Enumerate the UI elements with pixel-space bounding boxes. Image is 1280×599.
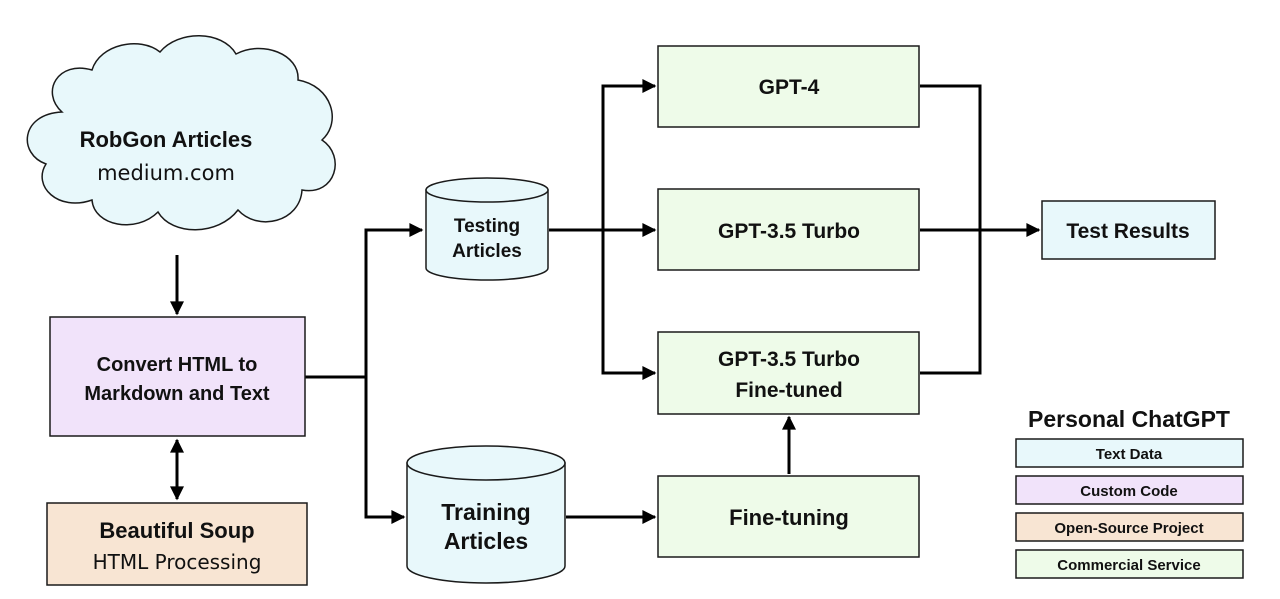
convert-box: Convert HTML to Markdown and Text xyxy=(49,316,306,437)
convert-rect xyxy=(49,316,306,437)
gpt35-finetuned-box: GPT-3.5 Turbo Fine-tuned xyxy=(657,331,920,415)
finetuning-box: Fine-tuning xyxy=(657,475,920,558)
testing-line2: Articles xyxy=(452,241,522,262)
convert-line1: Convert HTML to xyxy=(97,354,258,376)
gpt35-finetuned-rect xyxy=(657,331,920,415)
arrow-split-to-finetuned xyxy=(601,230,657,380)
testing-cylinder-body xyxy=(425,189,549,281)
gpt4-box: GPT-4 xyxy=(657,45,920,128)
training-cylinder-top xyxy=(406,445,566,481)
legend-item-custom-code: Custom Code xyxy=(1080,483,1178,500)
training-articles-cylinder: Training Articles xyxy=(406,445,566,584)
gpt35-finetuned-line1: GPT-3.5 Turbo xyxy=(718,348,860,371)
testing-cylinder-top xyxy=(425,177,549,203)
legend: Personal ChatGPT Text Data Custom Code O… xyxy=(1015,406,1244,579)
legend-item-commercial: Commercial Service xyxy=(1057,557,1200,574)
gpt35-rect xyxy=(657,188,920,271)
beautiful-soup-box: Beautiful Soup HTML Processing xyxy=(46,502,308,586)
gpt35-label: GPT-3.5 Turbo xyxy=(718,220,860,243)
cloud-shape xyxy=(26,35,336,231)
training-line1: Training xyxy=(441,499,530,525)
convert-line2: Markdown and Text xyxy=(84,383,270,405)
legend-item-open-source: Open-Source Project xyxy=(1054,520,1203,537)
connectors xyxy=(170,79,1041,524)
legend-swatch-text-data xyxy=(1015,438,1244,468)
legend-swatch-custom-code xyxy=(1015,475,1244,505)
testing-articles-cylinder: Testing Articles xyxy=(425,177,549,281)
soup-subtitle: HTML Processing xyxy=(93,550,262,574)
legend-swatch-commercial xyxy=(1015,549,1244,579)
testing-line1: Testing xyxy=(454,216,520,237)
legend-item-text-data: Text Data xyxy=(1096,446,1163,463)
gpt4-rect xyxy=(657,45,920,128)
soup-rect xyxy=(46,502,308,586)
arrow-split-to-gpt4 xyxy=(601,79,657,230)
legend-title: Personal ChatGPT xyxy=(1028,406,1230,432)
legend-swatch-open-source xyxy=(1015,512,1244,542)
source-cloud: RobGon Articles medium.com xyxy=(26,35,336,231)
arrow-branch-to-testing xyxy=(364,223,424,377)
arrow-branch-to-training xyxy=(364,377,406,524)
training-cylinder-body xyxy=(406,462,566,584)
test-results-box: Test Results xyxy=(1041,200,1216,260)
test-results-label: Test Results xyxy=(1066,220,1189,243)
finetuning-rect xyxy=(657,475,920,558)
gpt35-box: GPT-3.5 Turbo xyxy=(657,188,920,271)
gpt35-finetuned-line2: Fine-tuned xyxy=(735,379,842,402)
finetuning-label: Fine-tuning xyxy=(729,505,849,530)
soup-title: Beautiful Soup xyxy=(99,518,254,543)
gpt4-label: GPT-4 xyxy=(759,76,820,99)
training-line2: Articles xyxy=(444,528,528,554)
test-results-rect xyxy=(1041,200,1216,260)
cloud-title: RobGon Articles xyxy=(80,127,253,152)
cloud-subtitle: medium.com xyxy=(97,161,235,185)
